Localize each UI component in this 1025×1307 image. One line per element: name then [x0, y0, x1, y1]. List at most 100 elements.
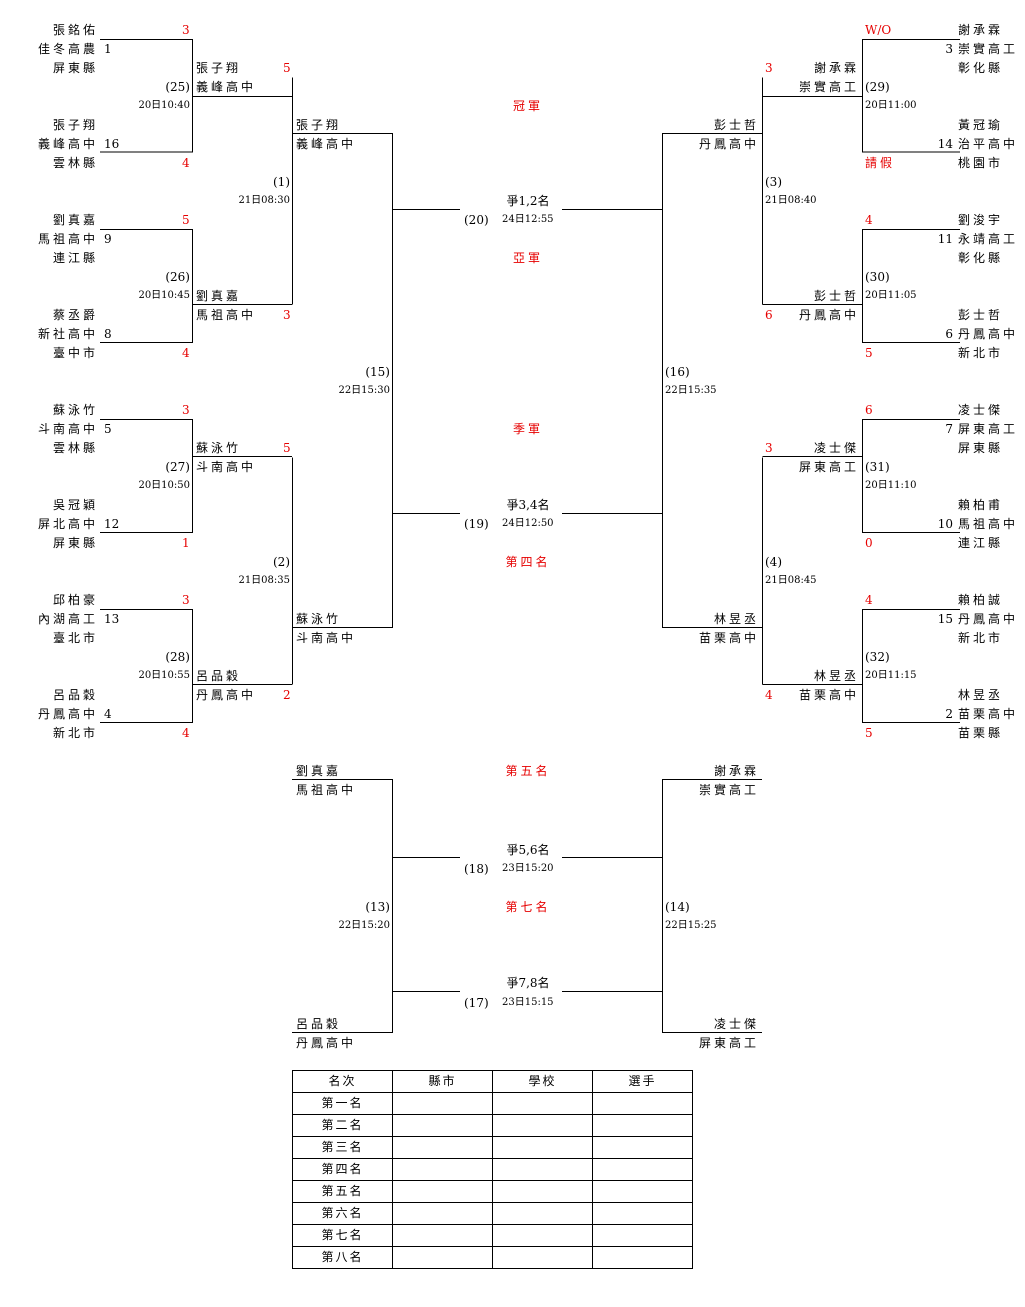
- r2-school: 馬祖高中: [196, 308, 257, 322]
- player-county: 桃園市: [958, 156, 1004, 170]
- rank-cell: 第五名: [292, 1180, 393, 1203]
- lower-right-bottom-name: 凌士傑: [713, 1017, 759, 1031]
- lower-left-bottom-school: 丹鳳高中: [296, 1036, 357, 1050]
- match-time: 22日15:30: [338, 385, 390, 396]
- r2-name: 劉真嘉: [196, 289, 242, 303]
- match-number: (30): [865, 270, 890, 284]
- seed-number: 9: [104, 232, 112, 246]
- player-cell: [592, 1114, 693, 1137]
- match-time: 20日10:50: [138, 480, 190, 491]
- match-number: (31): [865, 460, 890, 474]
- player-school: 馬祖高中: [958, 517, 1019, 531]
- match-number: (14): [665, 900, 690, 914]
- player-school: 馬祖高中: [37, 232, 98, 246]
- final-56-label: 爭5,6名: [506, 843, 550, 857]
- match-number: (16): [665, 365, 690, 379]
- player-school: 新社高中: [37, 327, 98, 341]
- lower-right-top-name: 謝承霖: [713, 764, 759, 778]
- score: 0: [865, 536, 873, 550]
- player-county: 雲林縣: [52, 156, 98, 170]
- player-name: 賴柏誠: [958, 593, 1004, 607]
- player-name: 蔡丞爵: [52, 308, 98, 322]
- r2-school: 苗栗高中: [798, 688, 859, 702]
- player-school: 斗南高中: [37, 422, 98, 436]
- player-county: 屏東縣: [52, 536, 98, 550]
- header-county: 縣市: [392, 1070, 493, 1093]
- match-number: (32): [865, 650, 890, 664]
- seed-number: 5: [104, 422, 112, 436]
- player-name: 邱柏豪: [52, 593, 98, 607]
- table-row: 第五名: [292, 1180, 693, 1203]
- match-number: (25): [165, 80, 190, 94]
- match-time: 21日08:40: [765, 195, 817, 206]
- r2-name: 謝承霖: [813, 61, 859, 75]
- seed-number: 15: [937, 612, 953, 626]
- r3-school: 義峰高中: [296, 137, 357, 151]
- r3-school: 苗栗高中: [698, 631, 759, 645]
- player-county: 連江縣: [52, 251, 98, 265]
- score: 4: [865, 593, 873, 607]
- final-34-time: 24日12:50: [502, 518, 554, 529]
- player-county: 連江縣: [958, 536, 1004, 550]
- r2-school: 丹鳳高中: [196, 688, 257, 702]
- r2-school: 屏東高工: [798, 460, 859, 474]
- seed-number: 12: [104, 517, 120, 531]
- r3-name: 張子翔: [296, 118, 342, 132]
- seed-number: 2: [945, 707, 953, 721]
- match-time: 20日10:55: [138, 670, 190, 681]
- table-row: 第八名: [292, 1246, 693, 1269]
- table-row: 第三名: [292, 1136, 693, 1159]
- school-cell: [492, 1224, 593, 1247]
- match-number: (26): [165, 270, 190, 284]
- match-number: (15): [365, 365, 390, 379]
- score: 4: [182, 726, 190, 740]
- player-county: 彰化縣: [958, 61, 1004, 75]
- player-name: 呂品穀: [52, 688, 98, 702]
- lower-right-bottom-school: 屏東高工: [698, 1036, 759, 1050]
- match-time: 20日11:05: [865, 290, 917, 301]
- match-time: 22日15:35: [665, 385, 717, 396]
- player-county: 屏東縣: [958, 441, 1004, 455]
- score: 3: [182, 403, 190, 417]
- final-56-number: (18): [464, 862, 489, 876]
- final-12-time: 24日12:55: [502, 214, 554, 225]
- table-header-row: 名次 縣市 學校 選手: [292, 1070, 693, 1093]
- rank-cell: 第一名: [292, 1092, 393, 1115]
- player-name: 吳冠穎: [52, 498, 98, 512]
- player-name: 張子翔: [52, 118, 98, 132]
- county-cell: [392, 1158, 493, 1181]
- score: 5: [865, 726, 873, 740]
- rank-cell: 第六名: [292, 1202, 393, 1225]
- r2-school: 丹鳳高中: [798, 308, 859, 322]
- seed-number: 4: [104, 707, 112, 721]
- player-cell: [592, 1202, 693, 1225]
- r2-score: 6: [765, 308, 773, 322]
- player-county: 臺北市: [52, 631, 98, 645]
- player-school: 丹鳳高中: [37, 707, 98, 721]
- seed-number: 14: [937, 137, 953, 151]
- r2-name: 彭士哲: [813, 289, 859, 303]
- score: 4: [865, 213, 873, 227]
- lower-left-bottom-name: 呂品穀: [296, 1017, 342, 1031]
- county-cell: [392, 1092, 493, 1115]
- match-number: (27): [165, 460, 190, 474]
- table-row: 第一名: [292, 1092, 693, 1115]
- seed-number: 7: [945, 422, 953, 436]
- results-table: 名次 縣市 學校 選手 第一名 第二名 第三名 第四名 第五名 第六名 第七名 …: [292, 1070, 693, 1269]
- final-56-time: 23日15:20: [502, 863, 554, 874]
- match-time: 20日10:45: [138, 290, 190, 301]
- rank-cell: 第三名: [292, 1136, 393, 1159]
- r2-name: 凌士傑: [813, 441, 859, 455]
- player-school: 丹鳳高中: [958, 327, 1019, 341]
- player-school: 治平高中: [958, 137, 1019, 151]
- match-time: 20日11:15: [865, 670, 917, 681]
- third-place-label: 季軍: [512, 422, 543, 436]
- player-name: 彭士哲: [958, 308, 1004, 322]
- table-row: 第七名: [292, 1224, 693, 1247]
- r2-score: 5: [283, 61, 291, 75]
- final-78-time: 23日15:15: [502, 997, 554, 1008]
- score: 5: [182, 213, 190, 227]
- r2-school: 義峰高中: [196, 80, 257, 94]
- seed-number: 13: [104, 612, 120, 626]
